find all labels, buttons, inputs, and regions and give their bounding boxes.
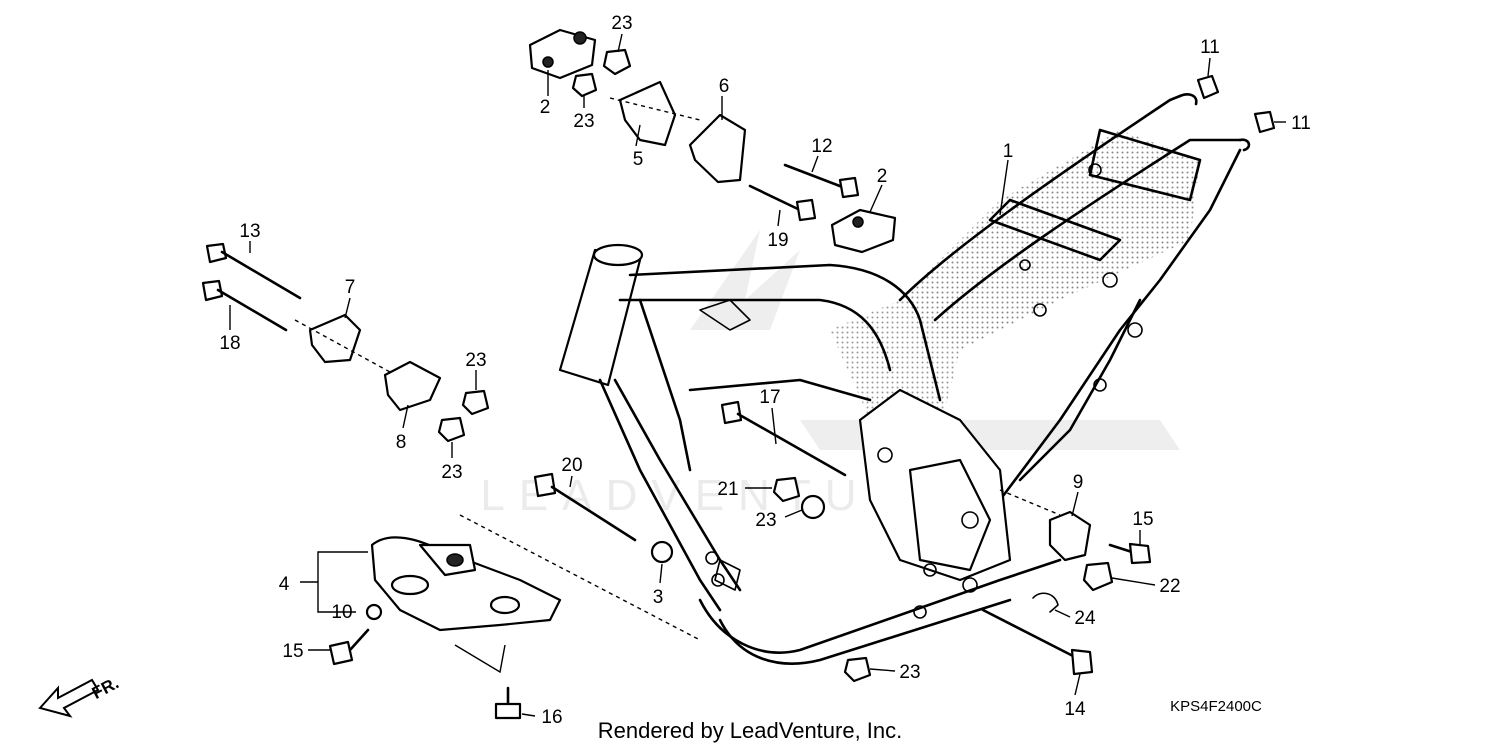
nut-22	[1082, 561, 1114, 592]
callout-23: 23	[573, 111, 594, 132]
bolt-20	[533, 472, 637, 542]
watermark-wing-mark	[800, 420, 1180, 450]
callout-18: 18	[219, 333, 240, 354]
band-25	[1032, 592, 1059, 613]
callout-24: 23	[755, 510, 776, 531]
direction-label: FR.	[89, 673, 122, 703]
collar-24	[800, 494, 826, 520]
frame-rear-crossmember	[1088, 128, 1202, 202]
grommet-11-b	[1253, 110, 1276, 134]
callout-12: 12	[811, 136, 832, 157]
callout-5: 5	[633, 149, 644, 170]
credit-text: Rendered by LeadVenture, Inc.	[598, 718, 903, 743]
bolt-16	[494, 686, 522, 720]
nuts-collars	[365, 48, 1276, 683]
callout-7: 7	[345, 277, 356, 298]
callout-23: 23	[465, 350, 486, 371]
nut-23-c	[461, 389, 490, 416]
drawing-code: KPS4F2400C	[1170, 698, 1262, 715]
callout-9: 9	[1073, 472, 1084, 493]
bolt-17	[720, 400, 847, 477]
callout-3: 3	[653, 587, 664, 608]
bolt-14	[981, 608, 1094, 676]
hanger-plate-5	[618, 80, 677, 147]
bolt-18	[201, 279, 288, 332]
bolt-12	[783, 163, 860, 199]
leader-lines	[229, 33, 1286, 717]
callout-21: 21	[717, 479, 738, 500]
callout-23: 23	[899, 662, 920, 683]
callouts: 1 2 2 3 4 5 6 7 8 9 10 11 11 12 13 14 15…	[219, 13, 1310, 728]
callout-19: 19	[767, 230, 788, 251]
nut-23-b	[571, 72, 598, 98]
callout-6: 6	[719, 76, 730, 97]
callout-4: 4	[279, 574, 290, 595]
frame-upper-rail-left	[898, 94, 1182, 302]
front-direction-arrow: FR.	[38, 673, 122, 718]
bolt-19	[748, 184, 817, 222]
skid-plate	[370, 536, 562, 632]
callout-23: 23	[611, 13, 632, 34]
hanger-plate-9	[1048, 510, 1092, 562]
frame-mid-crossmember	[988, 198, 1122, 262]
callout-13: 13	[239, 221, 260, 242]
frame-rear-downtube	[998, 148, 1242, 502]
bolt-15-left	[328, 628, 370, 666]
nut-23-a	[602, 48, 632, 76]
nut-23-d	[437, 416, 466, 443]
nut-23-e	[843, 656, 872, 683]
callout-20: 20	[561, 455, 582, 476]
frame-down-tube-right	[613, 378, 742, 592]
grommet-11-a	[1196, 74, 1220, 100]
callout-17: 17	[759, 387, 780, 408]
hanger-plate-6	[688, 113, 747, 184]
callout-10: 10	[331, 602, 352, 623]
callout-23: 23	[441, 462, 462, 483]
hanger-plate-8	[383, 360, 442, 412]
arrow-icon	[38, 678, 100, 718]
bolt-15-right	[1108, 542, 1152, 565]
callout-1: 1	[1003, 141, 1014, 162]
main-frame	[558, 93, 1251, 665]
frame-top-tube	[628, 263, 942, 402]
callout-11: 11	[1200, 37, 1220, 58]
callout-11: 11	[1291, 113, 1311, 134]
bolt-13	[205, 242, 302, 300]
frame-down-tube-left	[598, 378, 722, 612]
callout-8: 8	[396, 432, 407, 453]
callout-2: 2	[540, 97, 551, 118]
nut-21	[772, 476, 801, 503]
callout-25: 24	[1074, 608, 1096, 629]
frame-lower-cradle	[698, 558, 1062, 654]
frame-upper-rail-right	[933, 138, 1242, 322]
callout-15: 15	[282, 641, 303, 662]
callout-2: 2	[877, 166, 888, 187]
bolts	[201, 163, 1152, 720]
washer-10	[365, 603, 383, 621]
hanger-plate-7	[308, 313, 362, 364]
rubber-mount-right	[830, 208, 897, 254]
callout-16: 16	[541, 707, 562, 728]
callout-22: 22	[1159, 576, 1180, 597]
collar-3	[650, 540, 674, 564]
engine-hanger-plates	[308, 28, 1092, 562]
frame-head-tube	[558, 248, 642, 387]
callout-14: 14	[1064, 699, 1086, 720]
callout-15: 15	[1132, 509, 1153, 530]
